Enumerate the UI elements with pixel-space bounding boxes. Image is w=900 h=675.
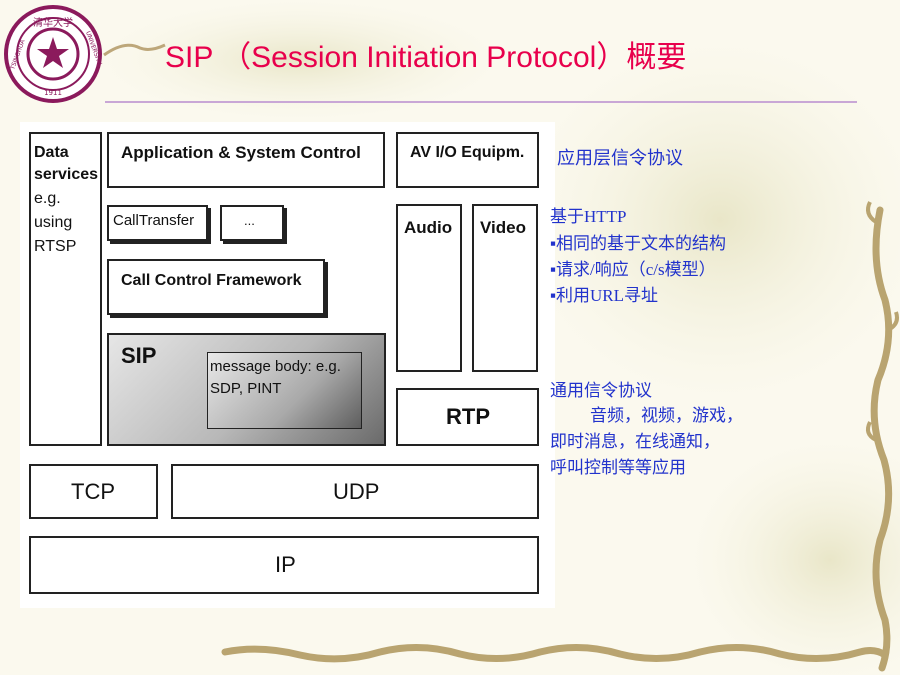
vine-bottom	[221, 644, 889, 663]
data-services-line-4: using	[34, 214, 73, 231]
note-http-point-2-text: 请求/响应（c/s模型）	[556, 260, 716, 279]
bullet-icon: ▪	[550, 234, 557, 253]
audio-label: Audio	[404, 218, 453, 237]
call-transfer-box: CallTransfer	[107, 205, 208, 241]
message-body-line-2: SDP, PINT	[210, 380, 282, 397]
rtp-label: RTP	[446, 404, 490, 429]
ellipsis-box: ...	[220, 205, 284, 241]
ip-box: IP	[29, 536, 539, 594]
sip-box: SIP message body: e.g. SDP, PINT	[107, 333, 386, 446]
bullet-icon: ▪	[550, 260, 557, 279]
title-divider	[105, 101, 857, 103]
note-general-line-1: 音频，视频，游戏，	[590, 406, 743, 425]
note-http-point-1: ▪相同的基于文本的结构	[550, 233, 726, 255]
data-services-box: Data services e.g. using RTSP	[29, 132, 102, 446]
tcp-box: TCP	[29, 464, 158, 519]
note-general-line-2: 即时消息，在线通知，	[550, 432, 720, 451]
data-services-line-3: e.g.	[34, 190, 61, 207]
message-body-line-1: message body: e.g.	[210, 358, 341, 375]
av-io-equipment-box: AV I/O Equipm.	[396, 132, 539, 188]
logo-year: 1911	[44, 89, 62, 97]
call-transfer-label: CallTransfer	[113, 212, 195, 229]
sip-label: SIP	[121, 343, 157, 368]
note-app-layer: 应用层信令协议	[557, 148, 683, 168]
video-box: Video	[472, 204, 538, 372]
note-http-point-3-text: 利用URL寻址	[556, 286, 659, 305]
tcp-label: TCP	[71, 479, 115, 504]
message-body-box: message body: e.g. SDP, PINT	[207, 352, 362, 429]
audio-box: Audio	[396, 204, 462, 372]
application-system-control-label: Application & System Control	[121, 143, 361, 162]
ip-label: IP	[275, 552, 296, 577]
data-services-line-2: services	[34, 166, 99, 183]
vine-top-left	[103, 43, 166, 57]
rtp-box: RTP	[396, 388, 539, 446]
video-label: Video	[480, 218, 526, 237]
university-seal-logo: 清华大学 TSINGHUA UNIVERSITY 1911	[4, 5, 103, 103]
call-control-framework-label: Call Control Framework	[121, 272, 302, 289]
note-http-point-2: ▪请求/响应（c/s模型）	[550, 259, 716, 281]
bullet-icon: ▪	[550, 286, 557, 305]
udp-box: UDP	[171, 464, 539, 519]
note-general-line-3: 呼叫控制等等应用	[550, 458, 686, 477]
call-control-framework-box: Call Control Framework	[107, 259, 325, 315]
data-services-line-5: RTSP	[34, 238, 77, 255]
av-io-equipment-label: AV I/O Equipm.	[410, 144, 525, 161]
note-general-title: 通用信令协议	[550, 381, 652, 400]
note-http-title: 基于HTTP	[550, 207, 627, 226]
vine-right	[870, 206, 893, 672]
data-services-line-1: Data	[34, 144, 69, 161]
slide-title: SIP （Session Initiation Protocol）概要	[165, 41, 687, 74]
note-http-point-3: ▪利用URL寻址	[550, 285, 658, 307]
protocol-stack-diagram: Data services e.g. using RTSP Applicatio…	[20, 122, 555, 608]
udp-label: UDP	[333, 479, 380, 504]
note-http-point-1-text: 相同的基于文本的结构	[556, 234, 727, 253]
ellipsis-label: ...	[244, 213, 255, 228]
logo-top-text: 清华大学	[33, 16, 73, 29]
application-system-control-box: Application & System Control	[107, 132, 385, 188]
